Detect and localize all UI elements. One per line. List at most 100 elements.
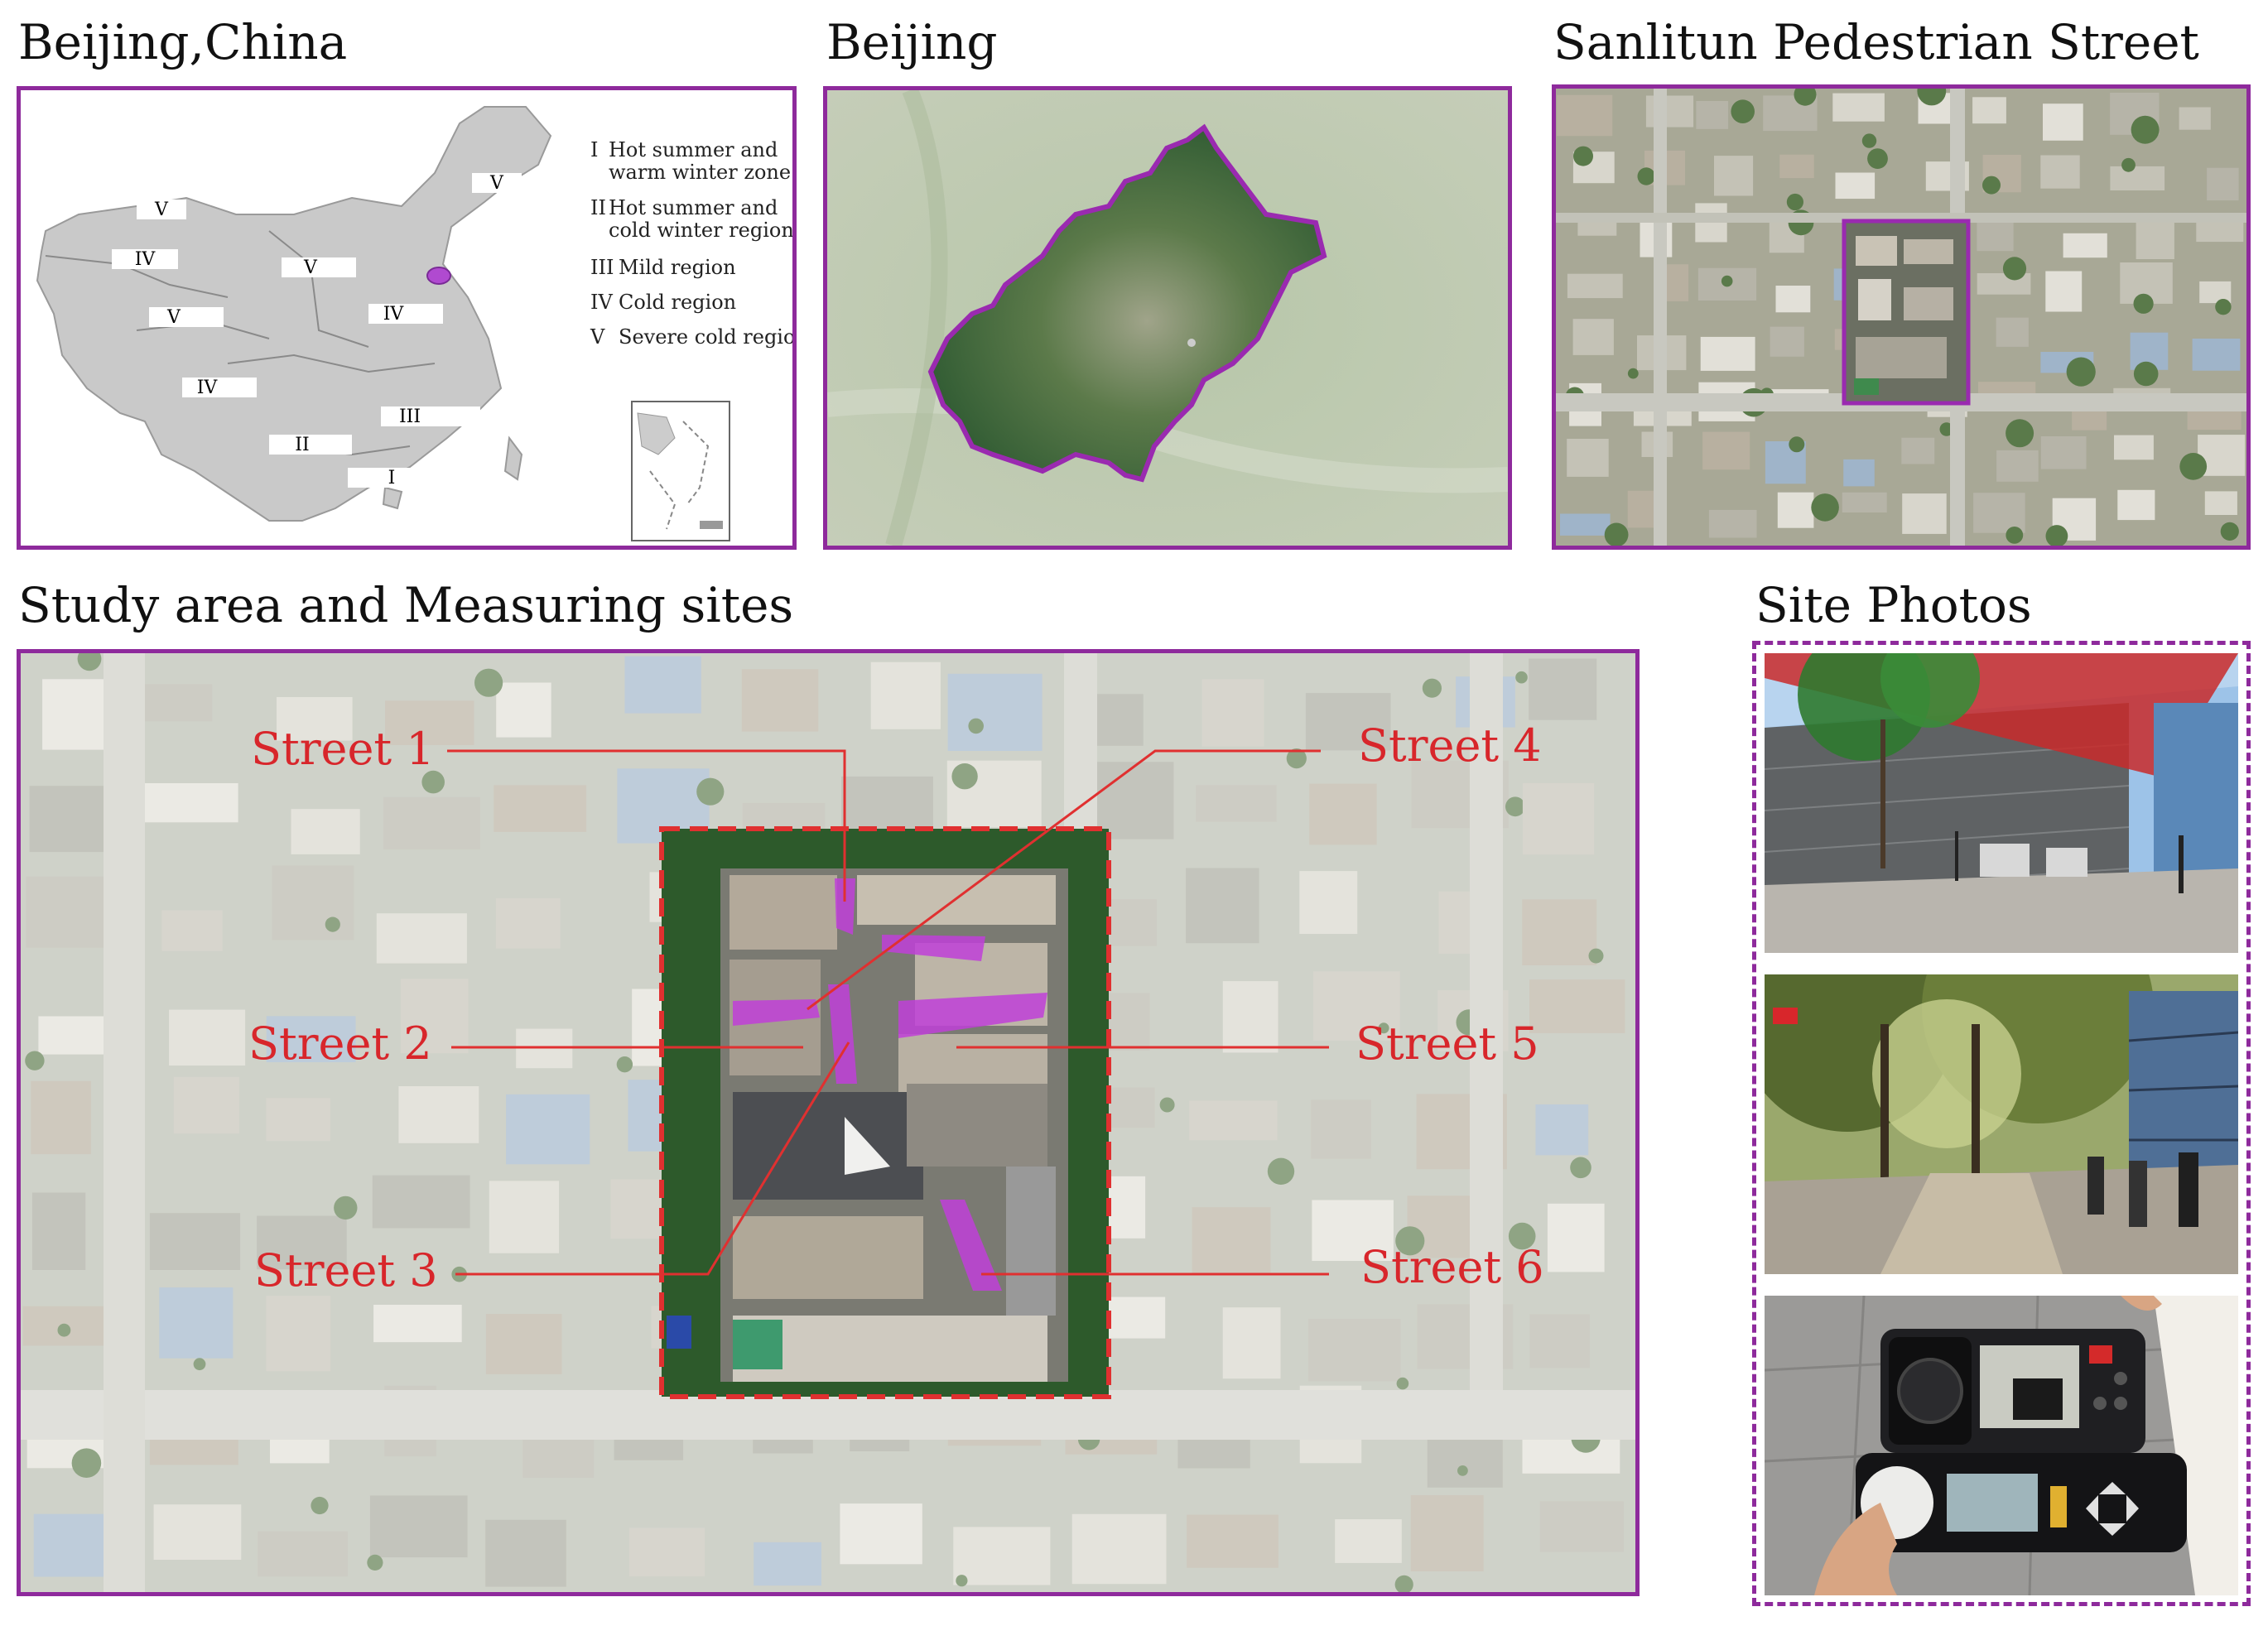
zone-label: IV	[383, 304, 405, 325]
tree	[1573, 146, 1593, 166]
city-block	[953, 1527, 1051, 1585]
city-block	[257, 1215, 347, 1270]
city-block	[1529, 979, 1625, 1033]
tree	[1867, 148, 1888, 169]
city-block	[1996, 450, 2039, 482]
zone-label: V	[166, 307, 181, 328]
title-study-area: Study area and Measuring sites	[18, 577, 794, 633]
city-block	[159, 1287, 234, 1359]
city-block	[29, 786, 118, 853]
title-site-photos: Site Photos	[1755, 577, 2032, 633]
city-block	[495, 897, 561, 949]
tree	[1508, 1222, 1536, 1250]
city-block	[485, 1519, 566, 1587]
tree	[1515, 671, 1528, 684]
city-block	[1187, 1514, 1278, 1568]
city-block	[266, 1296, 331, 1372]
legend-numeral: V	[590, 325, 605, 349]
tree	[2006, 419, 2034, 448]
city-block	[947, 673, 1043, 751]
legend-text: cold winter region	[609, 219, 792, 242]
city-block	[2045, 271, 2083, 312]
street-highlight	[940, 1200, 1002, 1291]
city-block	[2207, 167, 2239, 201]
sanlitun-map	[1556, 89, 2246, 546]
street-label-2: Street 2	[248, 1017, 432, 1070]
street-highlight	[733, 999, 820, 1026]
site-photos-panel	[1752, 641, 2251, 1606]
city-block	[485, 1314, 562, 1374]
city-block	[1714, 156, 1754, 196]
city-block	[1779, 154, 1814, 179]
city-block	[1557, 94, 1613, 137]
tree	[1982, 176, 2001, 195]
city-block	[1335, 1519, 1402, 1563]
tree	[421, 770, 445, 794]
city-block	[1410, 1494, 1484, 1571]
street-label-6: Street 6	[1360, 1241, 1544, 1293]
city-block	[741, 669, 819, 732]
city-block	[489, 1181, 560, 1253]
city-block	[1567, 273, 1623, 299]
tree	[1627, 368, 1639, 379]
city-block	[2110, 166, 2165, 190]
city-block	[1902, 493, 1947, 534]
city-block	[376, 913, 467, 964]
city-block	[31, 1080, 91, 1155]
beijing-boundary	[927, 123, 1327, 483]
south-china-sea-inset	[631, 401, 730, 541]
city-block	[1311, 1099, 1371, 1159]
street-label-1: Street 1	[251, 723, 435, 775]
tree	[2133, 361, 2159, 387]
zone-label: V	[154, 200, 169, 220]
beijing-marker	[426, 267, 451, 285]
zone-labels: V V IV V V IV IV III II I	[112, 173, 522, 488]
legend-text: Hot summer and	[609, 138, 778, 161]
tree	[968, 718, 984, 734]
city-block	[754, 1542, 821, 1586]
city-block	[385, 700, 474, 745]
city-block	[2192, 339, 2241, 371]
tree	[696, 777, 725, 806]
city-block	[1539, 1501, 1624, 1552]
city-block	[142, 783, 238, 823]
tree	[367, 1554, 383, 1571]
street-leader-lines	[447, 749, 1329, 1276]
zone-label: V	[303, 257, 318, 278]
city-block	[1522, 899, 1597, 965]
china-climate-map-panel: V V IV V V IV IV III II I I Hot summer a…	[17, 86, 797, 550]
title-beijing-china: Beijing,China	[18, 14, 348, 70]
city-block	[1901, 437, 1935, 464]
tree	[2133, 293, 2154, 314]
street-highlight	[882, 935, 985, 961]
legend-text: warm winter zone	[609, 161, 791, 184]
street-labels: Street 1 Street 2 Street 3 Street 4 Stre…	[248, 719, 1544, 1296]
city-block	[1071, 1513, 1167, 1585]
legend-text: Cold region	[619, 291, 736, 314]
city-block	[624, 656, 701, 714]
tree	[1422, 678, 1442, 698]
city-block	[1572, 319, 1614, 355]
legend-numeral: I	[590, 138, 598, 161]
tree	[1286, 748, 1307, 769]
city-block	[1309, 783, 1377, 845]
city-block	[2040, 155, 2080, 189]
study-area-panel: Street 1 Street 2 Street 3 Street 4 Stre…	[17, 649, 1640, 1596]
city-block	[33, 1513, 108, 1577]
tree	[1721, 275, 1733, 287]
city-block	[2063, 233, 2107, 258]
tree	[311, 1496, 329, 1515]
tree	[2131, 115, 2160, 144]
tree	[2006, 527, 2024, 544]
city-block	[1972, 97, 2006, 124]
tree	[1570, 1157, 1591, 1179]
tree	[1394, 1575, 1413, 1592]
tree	[951, 763, 978, 790]
city-block	[1201, 679, 1264, 747]
tree	[1794, 89, 1817, 106]
china-silhouette	[36, 106, 552, 522]
tree	[25, 1051, 45, 1070]
tree	[1378, 1022, 1389, 1034]
tree	[193, 1358, 206, 1371]
city-block	[1708, 509, 1757, 538]
